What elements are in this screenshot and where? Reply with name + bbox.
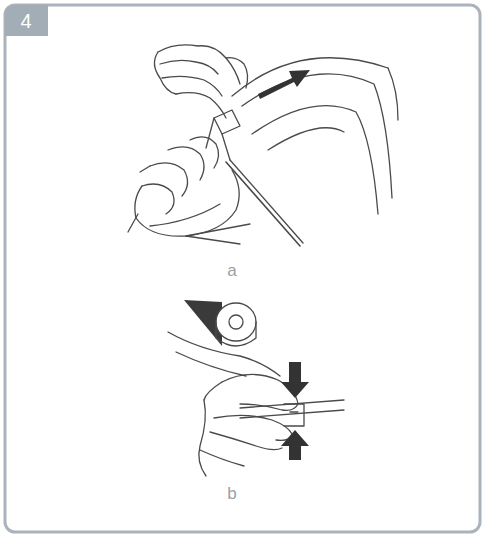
catheter-illustration bbox=[128, 45, 398, 246]
direction-arrow bbox=[258, 70, 310, 99]
figure-letter: a bbox=[227, 262, 236, 279]
press-arrow-down bbox=[281, 362, 309, 398]
figure-letter: b bbox=[227, 485, 236, 502]
press-arrow-up bbox=[281, 430, 309, 460]
step-tab bbox=[5, 5, 48, 36]
clamp-illustration bbox=[168, 303, 344, 476]
panel-frame bbox=[5, 5, 480, 532]
step-number: 4 bbox=[20, 11, 31, 31]
